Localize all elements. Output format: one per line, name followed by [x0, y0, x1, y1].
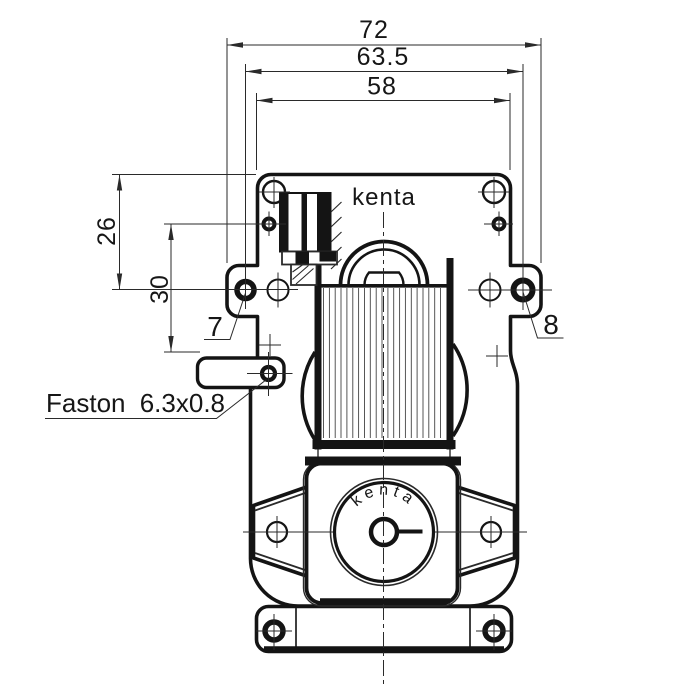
- gearbox-top-plate: [305, 456, 461, 466]
- faston-leader: [45, 379, 267, 419]
- terminal-step-hatch: [292, 264, 314, 285]
- wing-inner-lines: [254, 491, 514, 572]
- lamination-stripes: [323, 288, 441, 438]
- arrowhead-icon: [168, 224, 174, 240]
- dim-text-26: 26: [93, 216, 121, 246]
- terminal-lower-step: [290, 263, 318, 286]
- arrowhead-icon: [245, 68, 262, 75]
- callout-hole-8: 8: [522, 291, 564, 340]
- gear-housing-bulges: [300, 342, 469, 441]
- arrowhead-icon: [168, 336, 174, 352]
- brand-top-label: kenta: [352, 184, 416, 211]
- dim-text-30: 30: [146, 274, 174, 304]
- callout-8-leader: [522, 291, 564, 339]
- arrowhead-icon: [116, 174, 123, 191]
- bulge-left: [300, 351, 317, 441]
- callout-7-leader: [204, 292, 246, 340]
- coil-bar-right: [446, 258, 454, 450]
- terminal-hatch: [330, 201, 342, 270]
- callout-faston: Faston 6.3x0.8: [45, 379, 267, 419]
- terminal-bar-3: [317, 193, 331, 252]
- callout-8-text: 8: [543, 309, 559, 340]
- hole-crosshairs: [232, 177, 552, 650]
- faston-label: Faston 6.3x0.8: [46, 388, 225, 418]
- terminal-bar-1: [280, 193, 289, 252]
- faston-tab-outline: [195, 356, 286, 390]
- dimension-63-5: 63.5: [245, 43, 524, 277]
- callout-hole-7: 7: [204, 292, 246, 342]
- arrowhead-icon: [227, 42, 243, 48]
- brand-top-text: kenta: [352, 184, 416, 211]
- gearbox-cover: kenta: [302, 460, 462, 607]
- terminal-stub-1: [295, 251, 309, 266]
- arrowhead-icon: [256, 97, 273, 104]
- terminal-bar-2: [301, 193, 307, 252]
- coil-bar-left: [314, 258, 322, 450]
- terminal-stub-2: [319, 251, 336, 262]
- faston-tab: [195, 356, 286, 390]
- arrowhead-icon: [494, 97, 510, 104]
- dimension-72: 72: [226, 16, 542, 263]
- dimension-58: 58: [256, 73, 511, 170]
- dim-text-63: 63.5: [357, 43, 410, 71]
- dim-text-58: 58: [367, 73, 397, 101]
- terminal-block: [279, 192, 342, 286]
- centerlines: [232, 177, 552, 688]
- arrowhead-icon: [507, 68, 523, 75]
- arrowhead-icon: [525, 42, 541, 48]
- callout-7-text: 7: [207, 311, 223, 342]
- dim-text-72: 72: [359, 16, 389, 44]
- dimension-30: 30: [146, 223, 286, 353]
- arrowhead-icon: [116, 273, 123, 290]
- dimension-26: 26: [93, 174, 256, 290]
- bulge-right: [451, 342, 469, 438]
